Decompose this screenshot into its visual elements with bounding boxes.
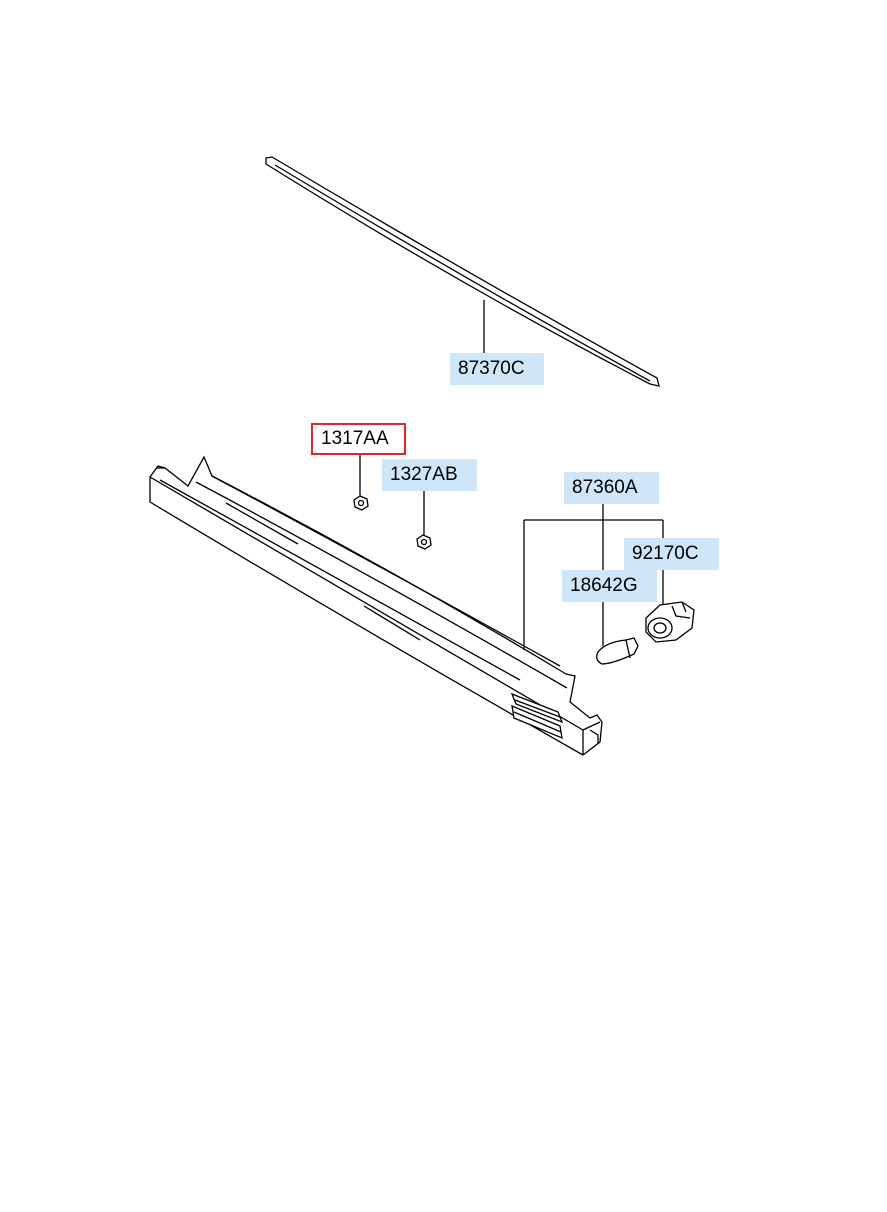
callout-92170C[interactable]: 92170C bbox=[624, 538, 719, 570]
callout-1317AA[interactable]: 1317AA bbox=[311, 423, 406, 455]
callout-18642G[interactable]: 18642G bbox=[562, 570, 657, 602]
nut-1327AB-part[interactable] bbox=[416, 534, 432, 550]
side-sill-part[interactable] bbox=[149, 455, 603, 756]
callout-87370C[interactable]: 87370C bbox=[450, 353, 544, 385]
callout-1327AB[interactable]: 1327AB bbox=[382, 459, 477, 491]
molding-strip-part[interactable] bbox=[265, 156, 660, 387]
socket-92170C-part[interactable] bbox=[645, 601, 695, 643]
callout-87360A[interactable]: 87360A bbox=[564, 472, 659, 504]
nut-1317AA-part[interactable] bbox=[353, 495, 369, 511]
bulb-18642G-part[interactable] bbox=[596, 637, 639, 665]
leader-87360A bbox=[523, 504, 664, 650]
